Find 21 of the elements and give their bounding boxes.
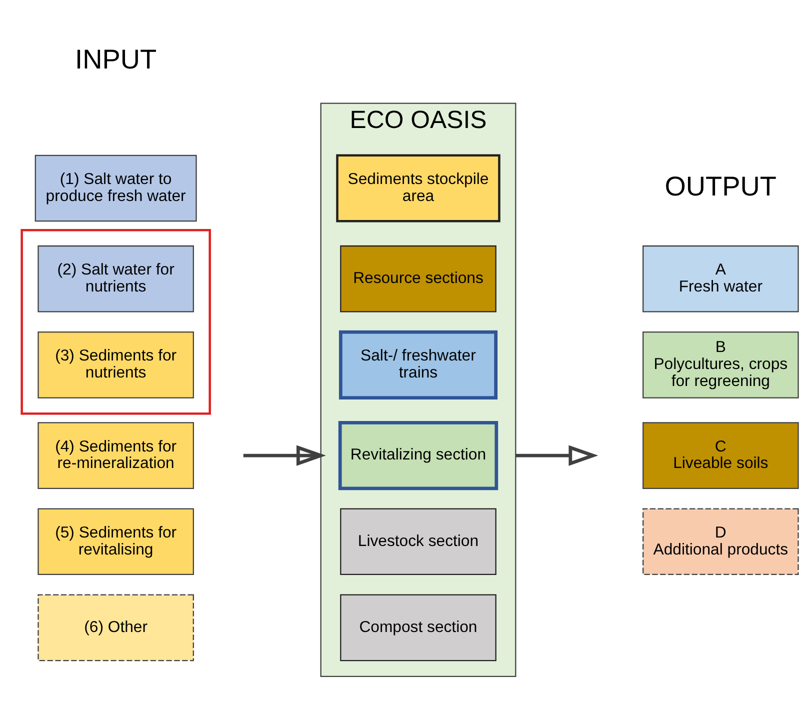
arrow: [516, 444, 598, 466]
node-box: B Polycultures, crops for regreening: [642, 331, 799, 398]
node-box: C Liveable soils: [642, 422, 799, 488]
cluster: [20, 228, 211, 414]
node-box: (4) Sediments for re-mineralization: [38, 422, 194, 488]
node-box: (5) Sediments for revitalising: [38, 508, 194, 575]
node-box: Resource sections: [340, 244, 496, 312]
node-box: Livestock section: [340, 508, 496, 575]
node-box: D Additional products: [642, 508, 799, 575]
node-box: A Fresh water: [642, 244, 799, 312]
node-box: (2) Salt water for nutrients: [38, 244, 194, 312]
arrow: [243, 444, 326, 466]
node-box: Compost section: [340, 594, 496, 661]
node-box: (1) Salt water to produce fresh water: [34, 154, 197, 222]
node-box: (6) Other: [38, 594, 194, 661]
node-box: Salt-/ freshwater trains: [338, 330, 498, 399]
node-box: Sediments stockpile area: [336, 154, 500, 222]
label: OUTPUT: [664, 170, 777, 201]
node-box: Revitalizing section: [338, 420, 498, 490]
label: INPUT: [75, 42, 157, 74]
node-box: (3) Sediments for nutrients: [38, 331, 194, 398]
